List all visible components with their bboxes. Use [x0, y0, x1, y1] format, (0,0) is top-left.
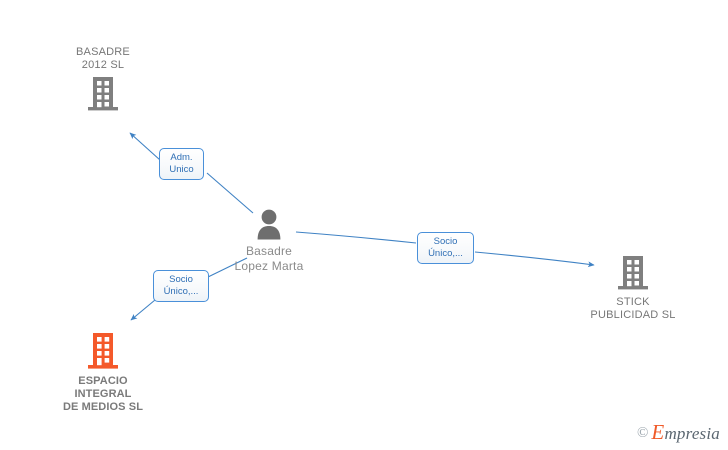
node-label-basadre-2012-sl: BASADRE 2012 SL: [76, 46, 130, 71]
relation-label-adm-unico[interactable]: Adm. Unico: [159, 148, 204, 180]
relation-label-socio-unico-espacio[interactable]: Socio Único,...: [153, 270, 209, 302]
building-icon[interactable]: [88, 76, 118, 112]
node-espacio-integral-de-medios-sl[interactable]: ESPACIO INTEGRAL DE MEDIOS SL: [28, 332, 178, 414]
node-basadre-lopez-marta[interactable]: Basadre Lopez Marta: [194, 208, 344, 274]
building-icon[interactable]: [87, 332, 119, 370]
empresia-watermark: © Empresia: [637, 422, 720, 443]
node-label-stick-publicidad-sl: STICK PUBLICIDAD SL: [590, 296, 676, 321]
brand-remainder: mpresia: [664, 424, 720, 443]
person-icon[interactable]: [255, 208, 283, 240]
brand-name: Empresia: [651, 422, 720, 443]
node-label-espacio-integral-de-medios-sl: ESPACIO INTEGRAL DE MEDIOS SL: [62, 375, 144, 413]
copyright-icon: ©: [637, 424, 649, 441]
node-stick-publicidad-sl[interactable]: STICK PUBLICIDAD SL: [558, 255, 708, 322]
relation-label-socio-unico-stick[interactable]: Socio Único,...: [417, 232, 474, 264]
brand-initial: E: [651, 420, 665, 444]
node-label-basadre-lopez-marta: Basadre Lopez Marta: [234, 244, 304, 273]
node-basadre-2012-sl[interactable]: BASADRE 2012 SL: [28, 46, 178, 112]
building-icon[interactable]: [618, 255, 648, 291]
